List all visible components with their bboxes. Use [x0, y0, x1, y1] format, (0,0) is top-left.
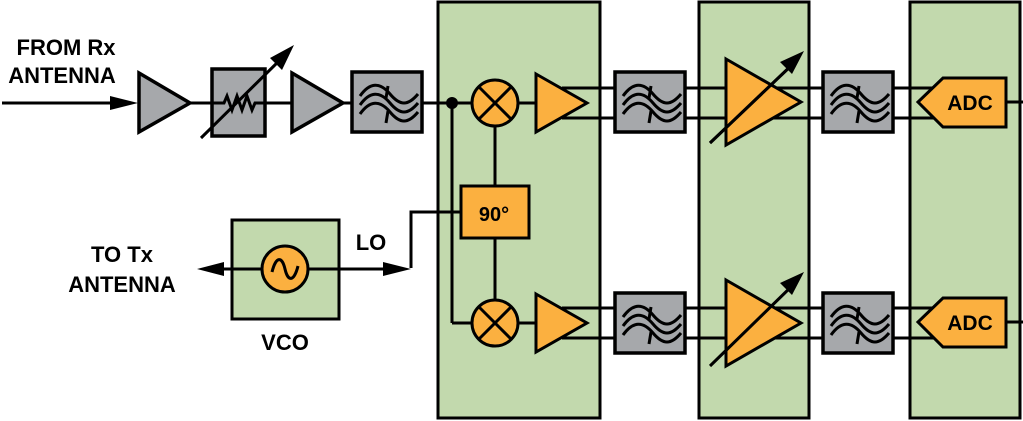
to-tx-arrow: [197, 262, 224, 276]
adc-q-label: ADC: [947, 312, 993, 335]
to-tx-label-line2: ANTENNA: [68, 272, 176, 297]
filter-i-1: [613, 70, 687, 134]
input-arrow: [2, 96, 138, 110]
filter-i-2: [821, 70, 895, 134]
lo-label: LO: [356, 230, 387, 255]
vco-block: [224, 218, 400, 321]
vga-i: [708, 51, 805, 148]
phase-shifter-label: 90°: [479, 204, 509, 226]
adc-panel: [908, 0, 1022, 420]
amp-q: [534, 291, 591, 355]
mixer-q: [470, 298, 520, 348]
second-amplifier: [290, 69, 347, 136]
from-rx-label-line1: FROM Rx: [17, 35, 117, 60]
bandpass-filter: [350, 70, 424, 134]
adc-i: ADC: [915, 76, 1023, 129]
amp-i: [534, 71, 591, 135]
vco-label: VCO: [261, 330, 309, 355]
adc-q: ADC: [915, 296, 1023, 349]
mixer-i: [470, 78, 520, 128]
to-tx-label-line1: TO Tx: [91, 242, 154, 267]
adc-i-label: ADC: [947, 92, 993, 115]
lo-arrow: [383, 262, 411, 276]
vga-q: [708, 272, 805, 369]
filter-q-1: [613, 291, 687, 355]
variable-attenuator: [199, 45, 294, 140]
from-rx-label-line2: ANTENNA: [8, 63, 116, 88]
filter-q-2: [821, 291, 895, 355]
lna-amplifier: [137, 69, 194, 136]
